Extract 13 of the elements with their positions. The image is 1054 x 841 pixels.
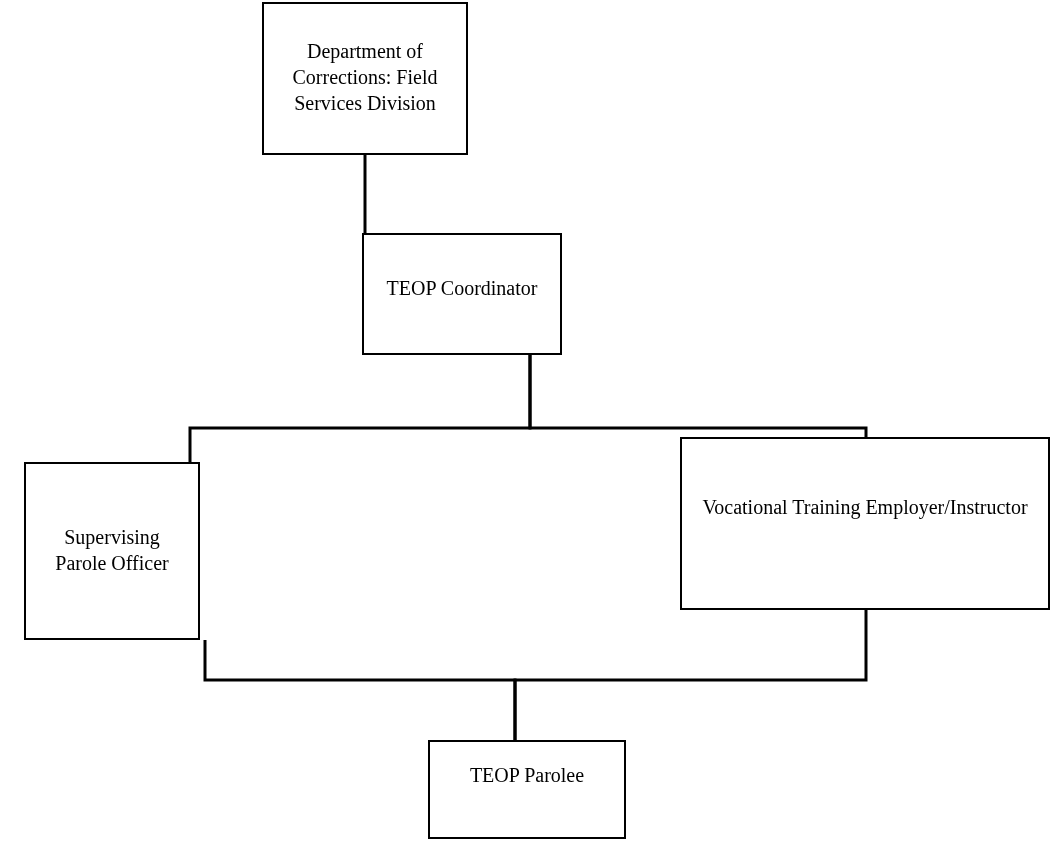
org-box [262,2,468,155]
org-box [362,233,562,355]
connector-line [528,355,868,437]
box-label: TEOP Parolee [469,763,585,788]
connector-line [363,155,367,233]
org-box [680,437,1050,610]
box-label: TEOP Coordinator [386,276,538,301]
org-box [24,462,200,640]
org-box [428,740,626,839]
box-label: Supervising Parole Officer [54,525,170,576]
box-label: Department of Corrections: Field Services Division [291,39,439,116]
box-label: Vocational Training Employer/Instructor [702,495,1028,520]
connector-line [513,610,868,740]
